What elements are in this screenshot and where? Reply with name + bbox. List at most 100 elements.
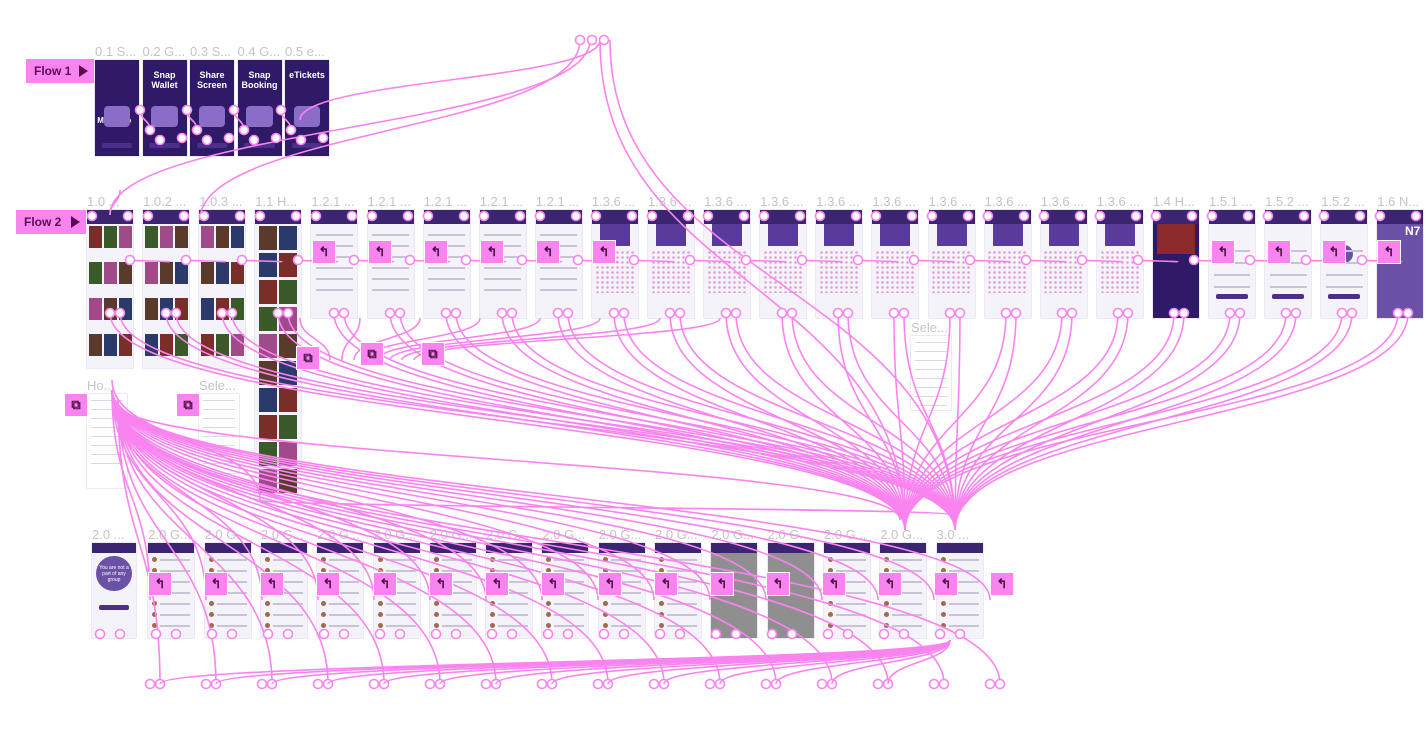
member-row[interactable]	[554, 559, 585, 561]
movie-poster[interactable]	[231, 226, 245, 248]
app-screen[interactable]	[984, 210, 1031, 318]
list-option[interactable]	[915, 360, 947, 361]
movie-poster[interactable]	[259, 442, 278, 466]
member-row[interactable]	[441, 625, 472, 627]
movie-poster[interactable]	[279, 280, 298, 304]
back-arrow-hotspot[interactable]: ↰	[148, 572, 172, 596]
movie-poster[interactable]	[259, 334, 278, 358]
next-button[interactable]	[101, 142, 133, 148]
back-arrow-hotspot[interactable]: ↰	[990, 572, 1014, 596]
back-arrow-hotspot[interactable]: ↰	[541, 572, 565, 596]
movie-poster[interactable]	[259, 415, 278, 439]
movie-poster[interactable]	[104, 262, 117, 284]
member-row[interactable]	[329, 603, 360, 605]
flow-1-start[interactable]: Flow 1	[26, 59, 94, 83]
onboarding-screen[interactable]: MoTiBoo	[95, 60, 139, 156]
list-option[interactable]	[91, 454, 123, 455]
member-row[interactable]	[385, 559, 416, 561]
member-row[interactable]	[554, 614, 585, 616]
movie-poster[interactable]	[175, 262, 189, 284]
list-option[interactable]	[203, 463, 235, 464]
back-arrow-hotspot[interactable]: ↰	[316, 572, 340, 596]
movie-poster[interactable]	[279, 388, 298, 412]
movie-poster[interactable]	[201, 226, 215, 248]
confirm-button[interactable]	[1328, 294, 1361, 299]
member-row[interactable]	[441, 603, 472, 605]
back-arrow-hotspot[interactable]: ↰	[822, 572, 846, 596]
flow-2-start[interactable]: Flow 2	[16, 210, 86, 234]
movie-poster[interactable]	[216, 334, 230, 356]
next-button[interactable]	[244, 142, 275, 148]
movie-poster[interactable]	[216, 226, 230, 248]
movie-poster[interactable]	[259, 253, 278, 277]
seat-map[interactable]	[1043, 250, 1084, 294]
movie-poster[interactable]	[279, 253, 298, 277]
app-screen[interactable]	[872, 210, 919, 318]
member-row[interactable]	[385, 614, 416, 616]
app-screen[interactable]	[199, 210, 246, 368]
movie-poster[interactable]	[259, 469, 278, 493]
app-screen[interactable]	[1096, 210, 1143, 318]
movie-poster[interactable]	[279, 334, 298, 358]
movie-poster[interactable]	[216, 298, 230, 320]
app-screen[interactable]	[816, 210, 863, 318]
list-option[interactable]	[203, 409, 235, 410]
app-screen[interactable]	[535, 210, 582, 318]
create-group-button[interactable]	[98, 605, 130, 610]
app-screen[interactable]	[311, 210, 358, 318]
app-screen[interactable]	[1152, 210, 1199, 318]
member-row[interactable]	[892, 625, 923, 627]
back-arrow-hotspot[interactable]: ↰	[424, 240, 448, 264]
list-option[interactable]	[91, 445, 123, 446]
list-option[interactable]	[915, 342, 947, 343]
back-arrow-hotspot[interactable]: ↰	[878, 572, 902, 596]
movie-poster[interactable]	[231, 334, 245, 356]
app-screen[interactable]	[1209, 210, 1255, 318]
movie-poster[interactable]	[259, 280, 278, 304]
selection-list[interactable]	[87, 394, 127, 488]
member-row[interactable]	[441, 614, 472, 616]
member-row[interactable]	[892, 559, 923, 561]
member-row[interactable]	[216, 614, 247, 616]
movie-poster[interactable]	[279, 442, 298, 466]
app-screen[interactable]	[1321, 210, 1368, 318]
member-row[interactable]	[160, 614, 191, 616]
back-arrow-hotspot[interactable]: ↰	[485, 572, 509, 596]
back-arrow-hotspot[interactable]: ↰	[766, 572, 790, 596]
app-screen[interactable]	[648, 210, 694, 318]
movie-poster[interactable]	[175, 226, 189, 248]
movie-poster[interactable]	[104, 298, 117, 320]
onboarding-screen[interactable]: eTickets	[285, 60, 329, 156]
seat-map[interactable]	[819, 250, 860, 294]
list-option[interactable]	[91, 436, 123, 437]
back-arrow-hotspot[interactable]: ↰	[1267, 240, 1291, 264]
back-arrow-hotspot[interactable]: ↰	[1322, 240, 1346, 264]
app-screen[interactable]	[143, 210, 190, 368]
movie-poster[interactable]	[119, 262, 132, 284]
back-arrow-hotspot[interactable]: ↰	[598, 572, 622, 596]
member-row[interactable]	[160, 625, 191, 627]
member-row[interactable]	[835, 603, 866, 605]
movie-poster[interactable]	[175, 298, 189, 320]
selection-list[interactable]	[199, 394, 239, 473]
list-option[interactable]	[203, 418, 235, 419]
list-option[interactable]	[915, 396, 947, 397]
back-arrow-hotspot[interactable]: ↰	[1211, 240, 1235, 264]
back-arrow-hotspot[interactable]: ↰	[312, 240, 336, 264]
member-row[interactable]	[329, 625, 360, 627]
group-screen[interactable]: You are not a part of any group	[92, 543, 136, 638]
app-screen[interactable]	[479, 210, 526, 318]
back-arrow-hotspot[interactable]: ↰	[429, 572, 453, 596]
app-screen[interactable]	[87, 210, 133, 368]
member-row[interactable]	[272, 625, 303, 627]
confirm-button[interactable]	[1215, 294, 1249, 299]
back-arrow-hotspot[interactable]: ↰	[934, 572, 958, 596]
list-option[interactable]	[915, 378, 947, 379]
next-button[interactable]	[196, 142, 228, 148]
selection-list[interactable]	[911, 336, 951, 410]
seat-map[interactable]	[987, 250, 1028, 294]
back-arrow-hotspot[interactable]: ↰	[710, 572, 734, 596]
member-row[interactable]	[385, 625, 416, 627]
member-row[interactable]	[667, 625, 697, 627]
member-row[interactable]	[441, 559, 472, 561]
